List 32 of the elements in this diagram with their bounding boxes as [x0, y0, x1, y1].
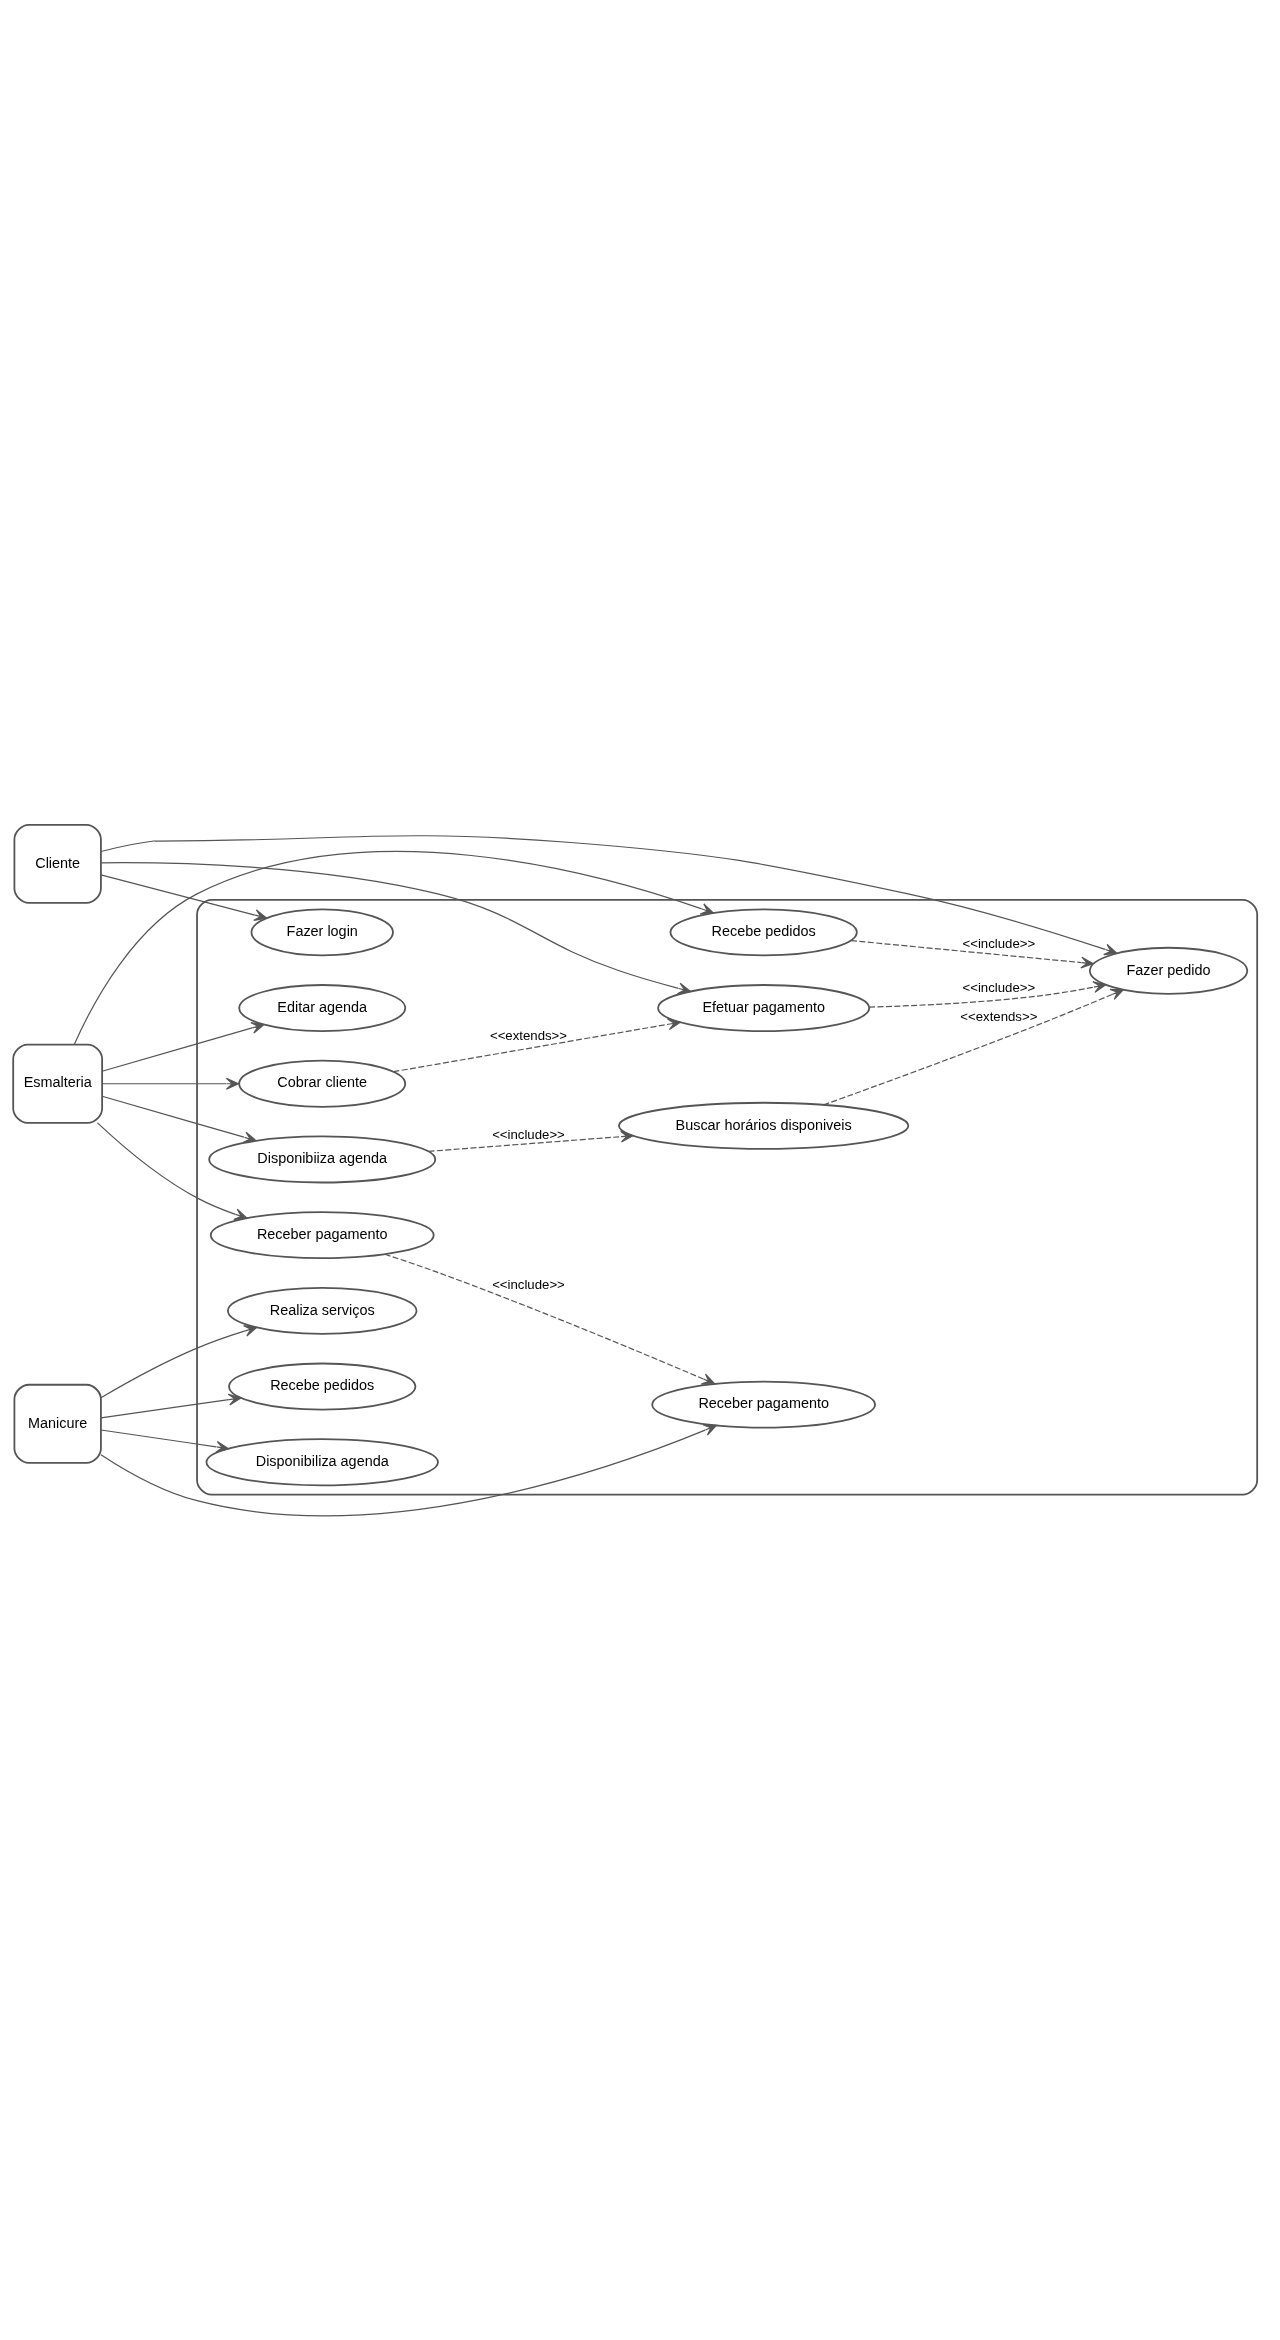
arrow — [100, 873, 268, 921]
arrow — [868, 980, 1107, 1008]
arrow — [427, 1130, 634, 1152]
arrow — [100, 861, 692, 994]
node-ellipse: Recebe pedidos — [669, 907, 858, 956]
arrow — [850, 939, 1094, 969]
node-ellipse: Disponibiiza agenda — [208, 1135, 437, 1183]
arrow — [96, 1121, 248, 1220]
edge-label: <<include>> — [962, 935, 1036, 951]
arrow — [101, 1095, 257, 1143]
node-ellipse: Receber pagamento — [651, 1380, 876, 1428]
arrow — [73, 850, 714, 1045]
node-ellipse: Cobrar cliente — [238, 1059, 407, 1108]
edge-label: <<include>> — [492, 1126, 565, 1142]
edge-label: <<include>> — [492, 1276, 565, 1292]
node-box: Cliente — [13, 823, 102, 904]
arrow — [100, 1428, 230, 1453]
arrow — [384, 1253, 716, 1385]
arrow — [101, 1021, 265, 1072]
arrow — [392, 1017, 681, 1072]
edge-label: <<extends>> — [489, 1027, 568, 1043]
arrow — [100, 1324, 258, 1398]
node-box: Esmalteria — [12, 1043, 104, 1124]
arrow — [100, 834, 1118, 955]
arrow — [101, 1077, 240, 1090]
edge-label: <<extends>> — [960, 1008, 1038, 1024]
edge-label: <<include>> — [962, 979, 1036, 995]
cluster — [196, 898, 1259, 1496]
node-box: Manicure — [13, 1383, 102, 1464]
arrow — [823, 988, 1124, 1105]
arrow — [100, 1393, 242, 1418]
arrow — [100, 1423, 718, 1516]
